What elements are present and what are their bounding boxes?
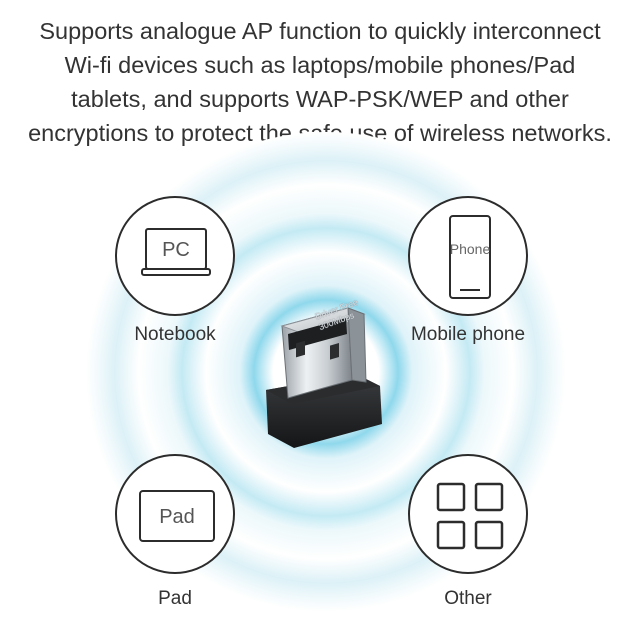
headline-line-3: tablets, and supports WAP-PSK/WEP and ot…: [71, 86, 569, 112]
pad-circle: Pad: [115, 454, 235, 574]
phone-icon: Phone: [449, 215, 491, 299]
tablet-icon: Pad: [139, 490, 215, 542]
usb-wifi-adapter: Driver Free 300Mbps: [252, 278, 402, 468]
headline-line-2: Wi-fi devices such as laptops/mobile pho…: [64, 52, 576, 78]
usb-adapter-illustration: [266, 307, 382, 448]
notebook-circle: PC: [115, 196, 235, 316]
laptop-icon: PC: [141, 228, 211, 276]
usb-contact-left: [296, 340, 305, 358]
phone-label: Mobile phone: [410, 324, 526, 345]
phone-screen-text: Phone: [450, 241, 491, 257]
notebook-label: Notebook: [134, 324, 216, 345]
laptop-screen-text: PC: [162, 239, 190, 261]
tablet-screen-text: Pad: [159, 506, 195, 528]
headline: Supports analogue AP function to quickly…: [10, 14, 630, 150]
grid-icon: [436, 482, 504, 550]
usb-contact-right: [330, 343, 339, 360]
headline-line-1: Supports analogue AP function to quickly…: [39, 18, 601, 44]
other-circle: [408, 454, 528, 574]
other-label: Other: [444, 588, 492, 609]
pad-label: Pad: [158, 588, 192, 609]
phone-circle: Phone: [408, 196, 528, 316]
